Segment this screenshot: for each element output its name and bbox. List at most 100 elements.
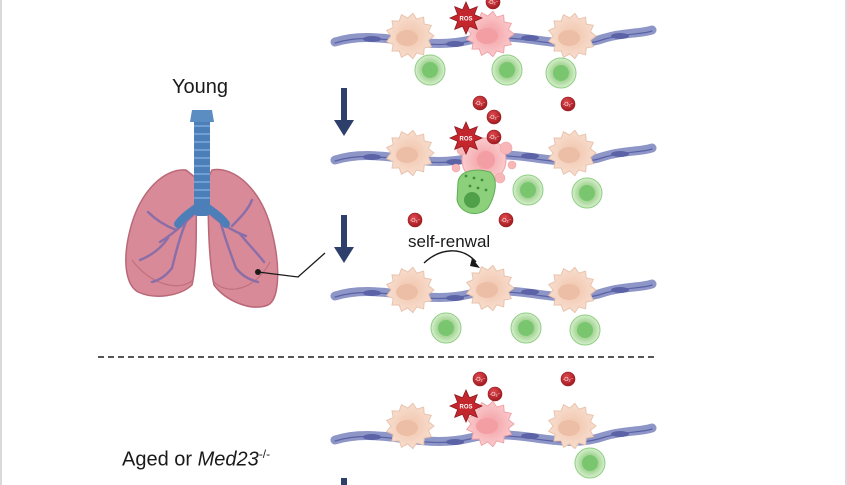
macrophage-nucleus	[476, 418, 498, 434]
ros-burst-icon: ROS	[449, 121, 483, 155]
oxygen-radical-icon: ·O₂⁻	[472, 371, 488, 387]
alveolar-macrophage	[385, 402, 435, 450]
dying-stem-cell	[456, 169, 496, 215]
macrophage-nucleus	[558, 30, 580, 46]
alveolar-macrophage	[465, 264, 515, 312]
down-arrow-icon	[334, 215, 354, 263]
aged-superscript: -/-	[258, 447, 271, 461]
stem-cell	[414, 54, 446, 86]
frame-right-border	[845, 0, 847, 485]
radical-label: ·O₂⁻	[489, 392, 500, 398]
oxygen-radical-icon: ·O₂⁻	[487, 386, 503, 402]
ros-burst-icon: ROS	[449, 389, 483, 423]
membrane-nucleus	[521, 153, 539, 159]
macrophage-nucleus	[396, 420, 418, 436]
damaged-nucleus	[477, 151, 495, 169]
alveolar-row-3	[330, 264, 657, 346]
membrane-bleb	[494, 172, 506, 184]
alveolar-row-2: ROS	[330, 121, 657, 215]
frame-left-border	[0, 0, 2, 485]
alveolar-macrophage	[547, 12, 597, 60]
membrane-bleb	[507, 160, 517, 170]
membrane-nucleus	[611, 431, 629, 437]
stem-cell	[430, 312, 462, 344]
stem-cell-core	[438, 320, 454, 336]
down-arrow-icon	[341, 478, 347, 485]
alveolar-macrophage	[547, 402, 597, 450]
stem-cell	[569, 314, 601, 346]
stem-cell-core	[499, 62, 515, 78]
fragment-dot	[464, 174, 468, 178]
membrane-nucleus	[446, 295, 464, 301]
ros-label: ROS	[459, 137, 472, 143]
membrane-nucleus	[363, 36, 381, 42]
membrane-nucleus	[521, 35, 539, 41]
radical-label: ·O₂⁻	[474, 101, 485, 107]
membrane-nucleus	[611, 287, 629, 293]
fragment-dot	[480, 178, 484, 182]
dashed-divider	[98, 356, 654, 358]
alveolar-macrophage	[385, 12, 435, 60]
aged-label: Aged or Med23-/-	[122, 447, 270, 472]
oxygen-radical-icon: ·O₂⁻	[560, 371, 576, 387]
lung-icon	[125, 168, 326, 308]
radical-label: ·O₂⁻	[488, 115, 499, 121]
stem-cell	[512, 174, 544, 206]
stem-cell-core	[582, 455, 598, 471]
alveolar-macrophage	[547, 129, 597, 177]
alveolar-macrophage	[385, 266, 435, 314]
radical-label: ·O₂⁻	[487, 0, 498, 6]
macrophage-nucleus	[476, 28, 498, 44]
radical-label: ·O₂⁻	[500, 218, 511, 224]
stem-cell	[491, 54, 523, 86]
macrophage-nucleus	[396, 30, 418, 46]
macrophage-nucleus	[396, 147, 418, 163]
macrophage-nucleus	[558, 284, 580, 300]
dying-core	[464, 192, 480, 208]
membrane-nucleus	[611, 151, 629, 157]
macrophage-nucleus	[558, 420, 580, 436]
fragment-dot	[476, 186, 480, 190]
stem-cell	[571, 177, 603, 209]
membrane-nucleus	[363, 434, 381, 440]
membrane-nucleus	[446, 41, 464, 47]
oxygen-radical-icon: ·O₂⁻	[472, 95, 488, 111]
membrane-nucleus	[521, 433, 539, 439]
radical-label: ·O₂⁻	[488, 135, 499, 141]
membrane-bleb	[499, 141, 513, 155]
radical-label: ·O₂⁻	[562, 377, 573, 383]
macrophage-nucleus	[558, 147, 580, 163]
alveolar-macrophage	[547, 266, 597, 314]
alveolar-row-4: ROS	[330, 389, 657, 479]
young-label: Young	[172, 76, 228, 98]
stem-cell-core	[518, 320, 534, 336]
macrophage-nucleus	[476, 282, 498, 298]
fragment-dot	[484, 188, 488, 192]
stem-cell-core	[422, 62, 438, 78]
self-renewal-label: self-renwal	[408, 232, 491, 251]
ros-label: ROS	[459, 405, 472, 411]
trachea-icon	[174, 110, 230, 228]
alveolar-macrophage	[385, 129, 435, 177]
oxygen-radical-icon: ·O₂⁻	[486, 129, 502, 145]
curved-arrow-icon	[423, 250, 480, 268]
fragment-dot	[472, 176, 476, 180]
aged-prefix: Aged or	[122, 448, 198, 471]
stem-cell-core	[553, 65, 569, 81]
stem-cell	[510, 312, 542, 344]
radicals-layer: ·O₂⁻·O₂⁻·O₂⁻·O₂⁻·O₂⁻·O₂⁻·O₂⁻·O₂⁻·O₂⁻·O₂⁻	[407, 0, 576, 402]
membrane-bleb	[451, 163, 461, 173]
oxygen-radical-icon: ·O₂⁻	[407, 212, 423, 228]
stem-cell-core	[520, 182, 536, 198]
macrophage-nucleus	[396, 284, 418, 300]
stem-cell	[545, 57, 577, 89]
stem-cell-core	[579, 185, 595, 201]
ros-burst-icon: ROS	[449, 1, 483, 35]
radical-label: ·O₂⁻	[409, 218, 420, 224]
radical-label: ·O₂⁻	[562, 102, 573, 108]
membrane-nucleus	[446, 439, 464, 445]
stem-cell-core	[577, 322, 593, 338]
membrane-nucleus	[611, 33, 629, 39]
membrane-nucleus	[446, 159, 464, 165]
